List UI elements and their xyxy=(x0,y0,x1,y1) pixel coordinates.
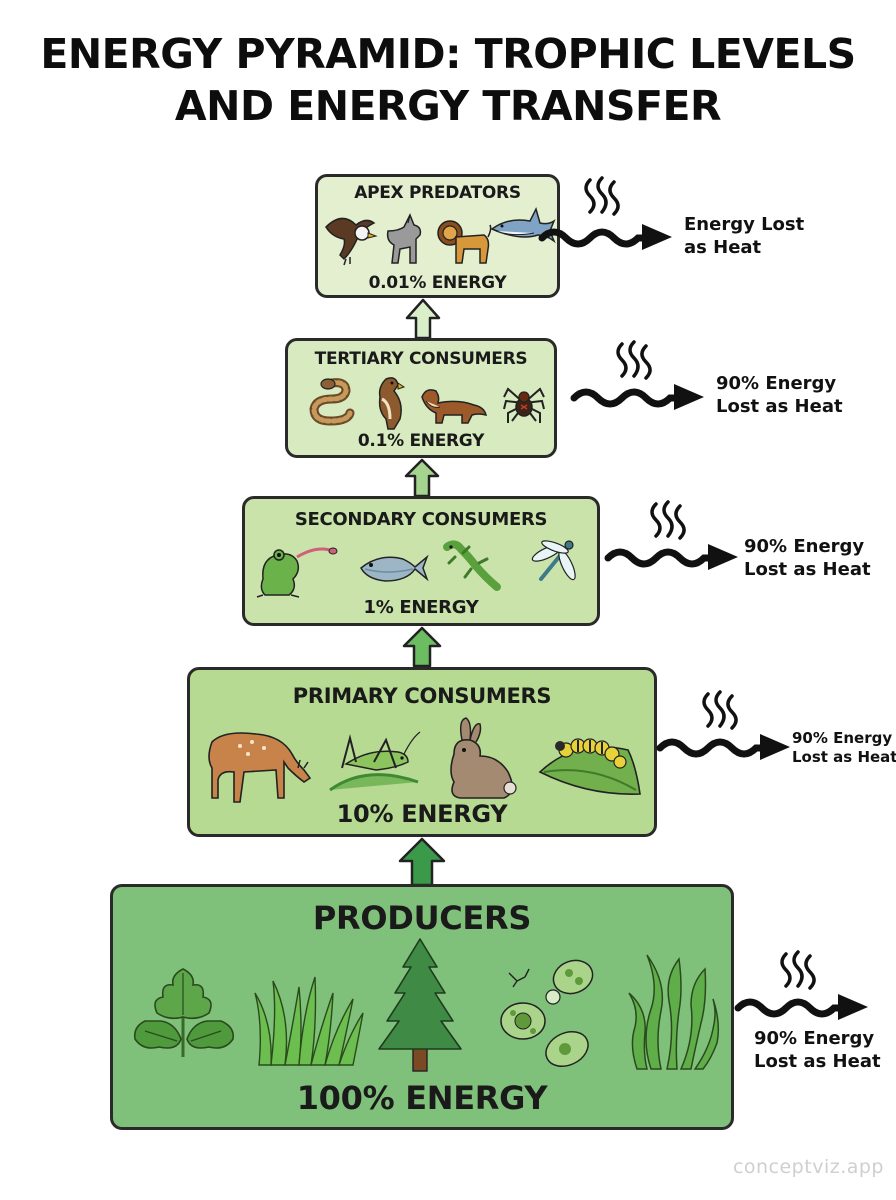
organism-icons xyxy=(288,373,554,431)
level-name: TERTIARY CONSUMERS xyxy=(314,349,528,369)
level-apex-predators: APEX PREDATORS 0.01% ENERGY xyxy=(315,174,560,298)
wolf-icon xyxy=(386,213,422,264)
heat-loss-label: 90% Energy Lost as Heat xyxy=(744,536,871,580)
organism-icons xyxy=(190,716,654,806)
lion-icon xyxy=(437,220,492,264)
heat-loss-label: Energy Lost as Heat xyxy=(684,214,805,258)
fish-icon xyxy=(360,554,429,582)
heat-loss-label: 90% Energy Lost as Heat xyxy=(792,729,896,766)
level-primary-consumers: PRIMARY CONSUMERS xyxy=(187,667,657,837)
level-secondary-consumers: SECONDARY CONSUMERS xyxy=(242,496,600,626)
spider-icon xyxy=(503,387,545,423)
weasel-icon xyxy=(421,389,488,424)
heat-loss-label: 90% Energy Lost as Heat xyxy=(754,1028,881,1072)
heat-loss-label: 90% Energy Lost as Heat xyxy=(716,373,843,417)
dragonfly-icon xyxy=(531,540,576,581)
level-producers: PRODUCERS xyxy=(110,884,734,1130)
organism-icons xyxy=(318,206,557,271)
heat-loss-arrow xyxy=(604,500,738,570)
level-energy: 10% ENERGY xyxy=(336,800,508,828)
heat-loss-arrow xyxy=(570,340,704,410)
rabbit-icon xyxy=(450,717,517,799)
energy-flow-arrow-up xyxy=(405,298,441,340)
shark-icon xyxy=(490,206,556,244)
oak-leaves-icon xyxy=(133,968,235,1057)
level-energy: 0.1% ENERGY xyxy=(357,431,485,451)
level-name: PRODUCERS xyxy=(312,899,532,937)
energy-flow-arrow-up xyxy=(398,837,446,887)
caterpillar-icon xyxy=(538,738,641,795)
title-line-1: ENERGY PYRAMID: TROPHIC LEVELS xyxy=(40,30,856,78)
level-name: APEX PREDATORS xyxy=(354,183,521,203)
deer-icon xyxy=(208,732,312,803)
frog-icon xyxy=(256,547,338,598)
watermark: conceptviz.app xyxy=(732,1156,884,1178)
energy-flow-arrow-up xyxy=(402,626,442,668)
title-line-2: AND ENERGY TRANSFER xyxy=(174,82,722,130)
level-energy: 100% ENERGY xyxy=(296,1079,548,1117)
level-energy: 1% ENERGY xyxy=(363,597,479,618)
pine-tree-icon xyxy=(378,938,462,1072)
level-energy: 0.01% ENERGY xyxy=(368,273,507,293)
organism-icons xyxy=(245,535,597,599)
grass-icon xyxy=(254,976,364,1066)
energy-flow-arrow-up xyxy=(404,458,440,498)
grasshopper-icon xyxy=(329,731,421,792)
seaweed-icon xyxy=(628,954,720,1070)
heat-loss-arrow xyxy=(538,176,672,250)
hawk-icon xyxy=(378,377,406,430)
heat-loss-arrow xyxy=(656,690,790,760)
lizard-icon xyxy=(443,540,501,591)
eagle-icon xyxy=(325,217,378,266)
organism-icons xyxy=(113,937,731,1077)
level-tertiary-consumers: TERTIARY CONSUMERS xyxy=(285,338,557,458)
algae-cells-icon xyxy=(500,959,594,1067)
heat-loss-arrow xyxy=(734,950,868,1020)
snake-icon xyxy=(309,378,355,426)
level-name: SECONDARY CONSUMERS xyxy=(294,509,548,530)
page-title: ENERGY PYRAMID: TROPHIC LEVELS AND ENERG… xyxy=(0,28,896,132)
level-name: PRIMARY CONSUMERS xyxy=(292,684,552,708)
